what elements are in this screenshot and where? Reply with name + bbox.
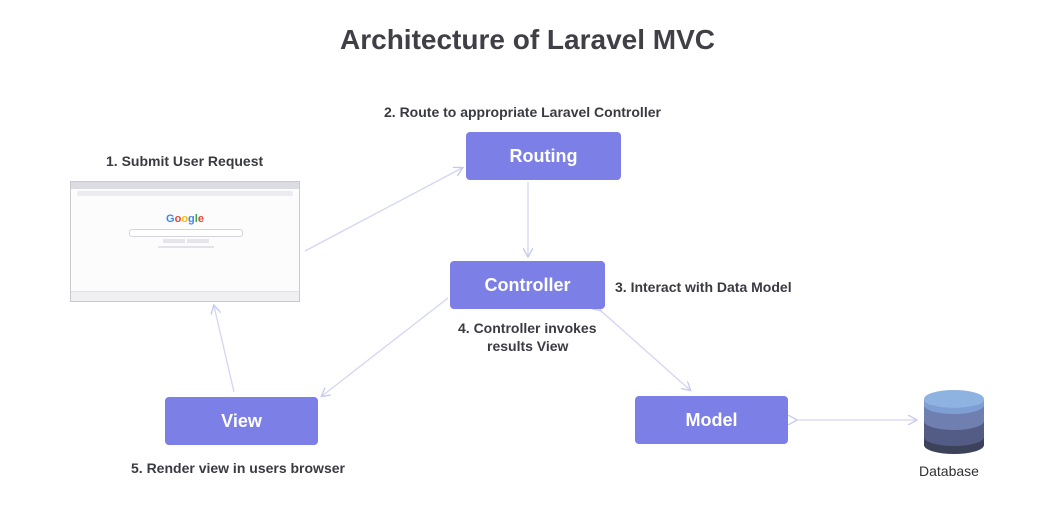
- arrow-controller-model: [600, 310, 690, 390]
- database-label: Database: [919, 463, 979, 479]
- browser-search-button: [163, 239, 185, 243]
- search-engine-logo: Google: [166, 213, 204, 225]
- arrow-controller-to-view: [322, 297, 449, 396]
- browser-lucky-button: [187, 239, 209, 243]
- browser-text-line: [158, 246, 214, 248]
- browser-footer: [71, 291, 299, 301]
- routing-node: Routing: [466, 132, 621, 180]
- model-node: Model: [635, 396, 788, 444]
- step-1-label: 1. Submit User Request: [106, 153, 264, 169]
- step-4-label-line2: results View: [487, 338, 569, 354]
- browser-url-bar: [77, 191, 293, 196]
- step-4-label-line1: 4. Controller invokes: [458, 320, 597, 336]
- controller-node: Controller: [450, 261, 605, 309]
- step-2-label: 2. Route to appropriate Laravel Controll…: [384, 104, 661, 120]
- view-node: View: [165, 397, 318, 445]
- step-3-label: 3. Interact with Data Model: [615, 279, 792, 295]
- diagram-title: Architecture of Laravel MVC: [340, 24, 715, 55]
- arrow-browser-to-routing: [304, 168, 462, 252]
- step-5-label: 5. Render view in users browser: [131, 460, 345, 476]
- arrow-view-to-browser: [214, 306, 235, 393]
- database-icon: [924, 390, 984, 454]
- browser-tab-bar: [71, 182, 299, 189]
- browser-search-box: [129, 229, 243, 237]
- browser-window-thumbnail: Google: [70, 181, 300, 302]
